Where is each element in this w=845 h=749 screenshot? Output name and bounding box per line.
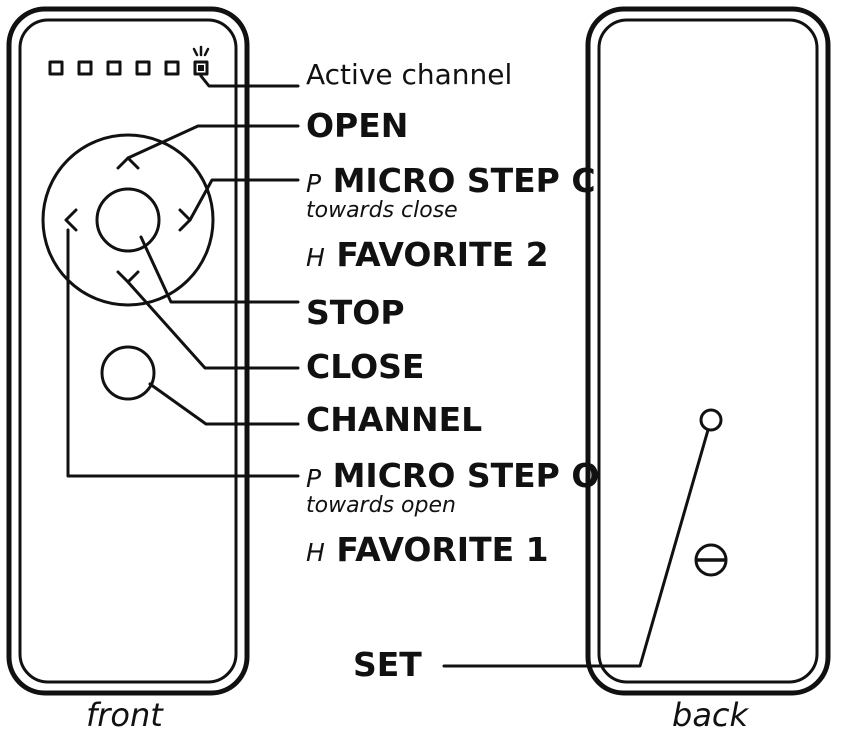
led-blink-icon [192,45,210,76]
channel-led-2 [77,60,93,76]
label-favorite-1-text: FAVORITE 1 [336,530,549,569]
channel-led-4 [135,60,151,76]
stop-button[interactable] [95,187,161,253]
label-favorite-2-text: FAVORITE 2 [336,235,549,274]
channel-button[interactable] [100,345,156,401]
channel-led-3 [106,60,122,76]
screw-icon [694,543,728,577]
label-micro-step-o-text: MICRO STEP O [332,456,600,495]
label-channel: CHANNEL [306,400,483,439]
label-favorite-2-prefix: H [306,243,325,272]
set-leader-line [442,428,710,668]
back-remote-body [585,6,831,696]
label-towards-open: towards open [306,493,456,518]
label-micro-step-o: P MICRO STEP O [306,459,599,492]
channel-led-5 [164,60,180,76]
label-towards-close: towards close [306,198,458,223]
label-favorite-2: H FAVORITE 2 [306,238,549,271]
label-favorite-1: H FAVORITE 1 [306,533,549,566]
leader-lines-front [66,74,300,478]
channel-leds [48,45,210,76]
label-micro-step-c-text: MICRO STEP C [332,161,596,200]
label-set: SET [353,645,422,684]
chevron-left-icon [64,208,78,232]
channel-led-1 [48,60,64,76]
label-close: CLOSE [306,347,425,386]
label-favorite-1-prefix: H [306,538,325,567]
caption-front: front [86,696,163,734]
label-active-channel: Active channel [306,58,513,91]
label-micro-step-c-prefix: P [306,169,322,198]
front-remote-body [6,6,250,696]
label-micro-step-c: P MICRO STEP C [306,164,596,197]
caption-back: back [672,696,749,734]
set-button[interactable] [699,408,723,432]
label-stop: STOP [306,293,405,332]
label-open: OPEN [306,106,409,145]
label-micro-step-o-prefix: P [306,464,322,493]
